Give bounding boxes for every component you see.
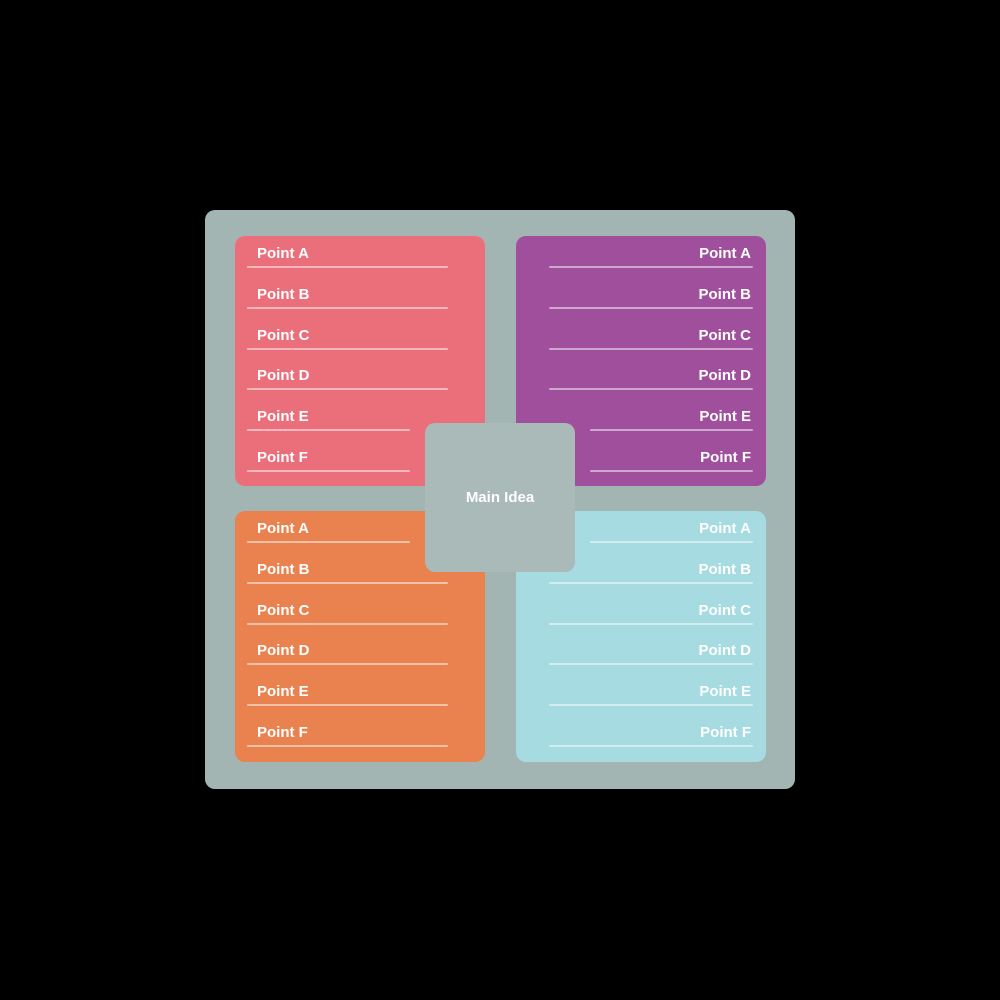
point-row: Point F [516, 714, 766, 755]
point-label: Point F [257, 448, 308, 466]
point-label: Point F [257, 723, 308, 741]
underline [247, 388, 448, 391]
point-label: Point A [699, 245, 751, 263]
quadrant-top-left[interactable]: Point A Point B Point C Point D Point E … [235, 236, 485, 486]
point-label: Point E [699, 682, 751, 700]
underline [549, 306, 753, 309]
underline [247, 347, 448, 350]
underline [549, 266, 753, 269]
underline [549, 663, 753, 666]
point-row: Point B [235, 552, 485, 593]
underline [247, 663, 448, 666]
point-label: Point C [257, 601, 310, 619]
point-row: Point D [235, 358, 485, 399]
underline [247, 306, 448, 309]
underline [247, 428, 410, 431]
point-row: Point F [516, 439, 766, 480]
underline [247, 469, 410, 472]
underline [549, 581, 753, 584]
point-label: Point B [257, 560, 310, 578]
underline [247, 581, 448, 584]
point-row: Point D [516, 633, 766, 674]
point-label: Point A [699, 520, 751, 538]
underline [590, 469, 753, 472]
point-label: Point D [257, 367, 310, 385]
point-row: Point D [516, 358, 766, 399]
point-row: Point E [516, 674, 766, 715]
point-row: Point D [235, 633, 485, 674]
point-label: Point F [700, 723, 751, 741]
point-row: Point A [235, 236, 485, 277]
point-label: Point D [698, 642, 752, 660]
underline [549, 388, 753, 391]
point-row: Point C [235, 592, 485, 633]
underline [247, 744, 448, 747]
underline [549, 622, 753, 625]
point-label: Point F [700, 448, 751, 466]
underline [247, 266, 448, 269]
point-row: Point C [235, 317, 485, 358]
underline [549, 703, 753, 706]
point-label: Point B [257, 285, 310, 303]
point-row: Point A [516, 511, 766, 552]
point-label: Point A [257, 520, 309, 538]
point-label: Point C [257, 326, 310, 344]
underline [590, 428, 753, 431]
main-idea-label: Main Idea [465, 489, 535, 506]
point-label: Point E [257, 682, 309, 700]
point-row: Point B [235, 277, 485, 318]
point-row: Point C [516, 317, 766, 358]
point-label: Point A [257, 245, 309, 263]
point-row: Point F [235, 714, 485, 755]
point-row: Point B [516, 552, 766, 593]
underline [247, 703, 448, 706]
underline [247, 541, 410, 544]
point-row: Point E [516, 399, 766, 440]
point-row: Point C [516, 592, 766, 633]
point-label: Point B [698, 285, 752, 303]
underline [590, 541, 753, 544]
point-label: Point E [257, 407, 309, 425]
underline [549, 744, 753, 747]
point-label: Point C [698, 601, 752, 619]
point-row: Point F [235, 439, 485, 480]
main-idea-node[interactable]: Main Idea [425, 423, 575, 572]
point-row: Point E [235, 399, 485, 440]
point-label: Point D [698, 367, 752, 385]
underline [549, 347, 753, 350]
point-row: Point B [516, 277, 766, 318]
point-label: Point D [257, 642, 310, 660]
quadrant-bottom-left[interactable]: Point A Point B Point C Point D Point E … [235, 511, 485, 762]
point-label: Point C [698, 326, 752, 344]
underline [247, 622, 448, 625]
point-label: Point B [698, 560, 752, 578]
point-row: Point E [235, 674, 485, 715]
point-label: Point E [699, 407, 751, 425]
point-row: Point A [235, 511, 485, 552]
point-row: Point A [516, 236, 766, 277]
